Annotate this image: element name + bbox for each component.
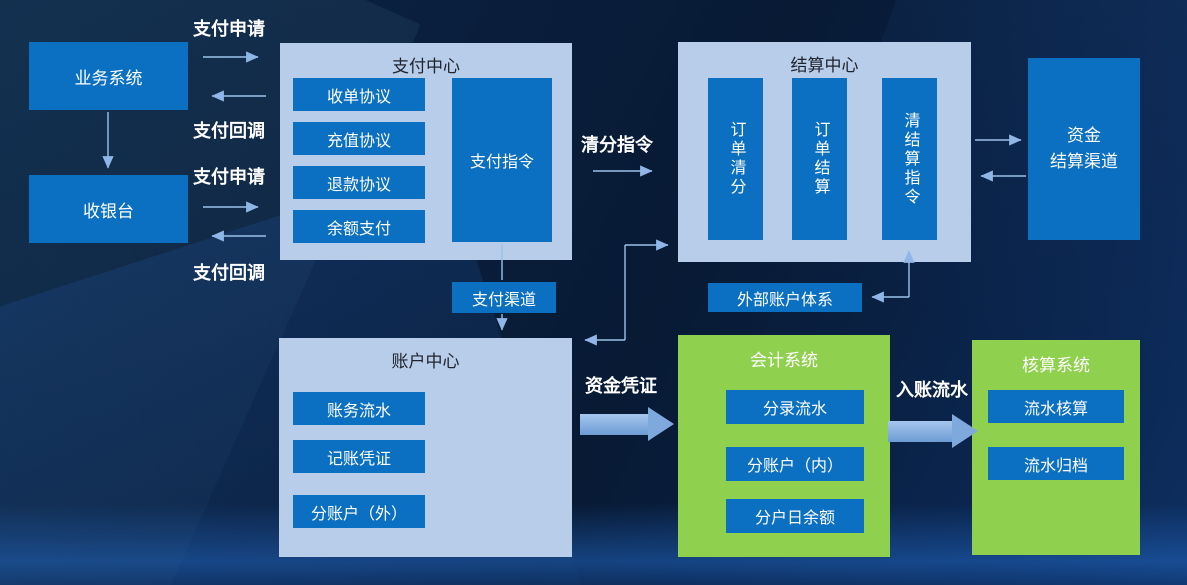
label-fund-voucher: 资金凭证: [585, 376, 657, 396]
panel-payment-center-title: 支付中心: [392, 57, 460, 76]
panel-accounting-system-title: 会计系统: [750, 351, 818, 370]
panel-account-center: 账户中心 账务流水 记账凭证 分账户（外）: [279, 338, 572, 557]
node-sub-account-external: 分账户（外）: [293, 495, 425, 528]
node-payment-instruction: 支付指令: [452, 78, 552, 242]
node-payment-channel: 支付渠道: [452, 282, 556, 313]
fund-channel-line2: 结算渠道: [1050, 152, 1118, 171]
panel-account-center-title: 账户中心: [391, 352, 460, 371]
node-refund-protocol: 退款协议: [293, 166, 425, 199]
label-pay-callback-cashier: 支付回调: [193, 263, 265, 283]
node-order-clearing-text: 订单清分: [727, 121, 745, 197]
node-balance-payment: 余额支付: [293, 210, 425, 243]
node-external-account-system: 外部账户体系: [708, 283, 862, 312]
block-arrow-posting-flow-head: [952, 414, 978, 448]
panel-reconciliation-system: 核算系统 流水核算 流水归档: [972, 340, 1140, 555]
node-business-system: 业务系统: [29, 42, 188, 110]
panel-reconciliation-system-title: 核算系统: [1022, 356, 1090, 375]
block-arrow-fund-voucher-head: [648, 407, 674, 441]
label-pay-request-business: 支付申请: [193, 19, 265, 39]
node-order-clearing: 订单清分: [708, 78, 763, 240]
block-arrow-fund-voucher: [580, 414, 648, 435]
panel-payment-center: 支付中心 收单协议 充值协议 退款协议 余额支付 支付指令: [280, 43, 572, 260]
label-pay-callback-business: 支付回调: [193, 121, 265, 141]
node-order-settlement: 订单结算: [792, 78, 847, 240]
node-clearing-settlement-instruction-text: 清结算指令: [901, 111, 919, 207]
node-clearing-settlement-instruction: 清结算指令: [882, 78, 937, 240]
node-flow-archive: 流水归档: [988, 447, 1124, 480]
node-sub-account-internal: 分账户（内）: [726, 447, 864, 481]
node-flow-reconciliation: 流水核算: [988, 390, 1124, 423]
label-pay-request-cashier: 支付申请: [193, 167, 265, 187]
node-acquiring-protocol: 收单协议: [293, 78, 425, 111]
label-posting-flow: 入账流水: [896, 380, 968, 400]
panel-accounting-system: 会计系统 分录流水 分账户（内） 分户日余额: [678, 335, 890, 557]
panel-settlement-center-title: 结算中心: [790, 56, 859, 75]
node-fund-settlement-channel: 资金 结算渠道: [1028, 58, 1140, 240]
node-fund-settlement-channel-text: 资金 结算渠道: [1050, 123, 1118, 176]
node-daily-balance: 分户日余额: [726, 499, 864, 533]
node-accounting-flow: 账务流水: [293, 392, 425, 425]
node-topup-protocol: 充值协议: [293, 122, 425, 155]
node-order-settlement-text: 订单结算: [811, 121, 829, 197]
node-bookkeeping-voucher: 记账凭证: [293, 440, 425, 473]
panel-settlement-center: 结算中心 订单清分 订单结算 清结算指令: [678, 42, 971, 262]
node-entry-flow: 分录流水: [726, 390, 864, 424]
fund-channel-line1: 资金: [1067, 125, 1101, 145]
node-cashier: 收银台: [29, 175, 188, 243]
block-arrow-posting-flow: [888, 421, 952, 442]
label-clearing-instruction: 清分指令: [581, 135, 653, 155]
